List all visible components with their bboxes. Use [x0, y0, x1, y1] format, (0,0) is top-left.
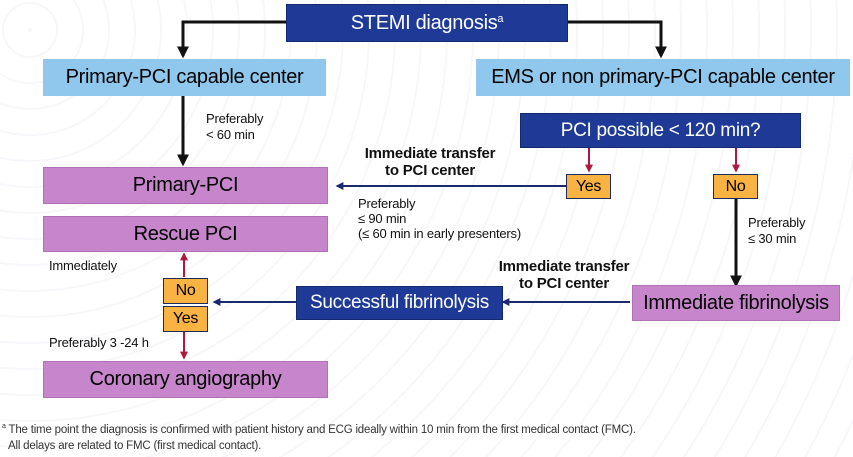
primary-pci-box: Primary-PCI	[43, 167, 328, 204]
ems-non-capable-center-box: EMS or non primary-PCI capable center	[476, 59, 850, 96]
transfer-top-line1: Immediate transfer	[364, 145, 496, 162]
rescue-pci-box: Rescue PCI	[43, 216, 328, 252]
no-top-box: No	[713, 174, 758, 199]
preferably-60-line2: < 60 min	[206, 127, 255, 142]
successful-fibrinolysis-box: Successful fibrinolysis	[296, 286, 503, 320]
pci-possible-decision-box: PCI possible < 120 min?	[520, 113, 801, 148]
yes-left-box: Yes	[163, 306, 208, 332]
footnote-line2: All delays are related to FMC (first med…	[8, 439, 262, 452]
primary-pci-capable-center-box: Primary-PCI capable center	[43, 59, 326, 96]
coronary-angiography-box: Coronary angiography	[43, 361, 328, 398]
arrow-stemi-left	[177, 20, 286, 59]
preferably-90-line3: (≤ 60 min in early presenters)	[358, 226, 521, 241]
preferably-30-line1: Preferably	[748, 215, 806, 230]
preferably-30-label: Preferably ≤ 30 min	[748, 215, 805, 247]
stemi-diagnosis-label: STEMI diagnosis	[350, 11, 498, 34]
transfer-bottom-line2: to PCI center	[519, 275, 609, 292]
immediate-transfer-top-label: Immediate transfer to PCI center	[355, 145, 505, 179]
transfer-bottom-line1: Immediate transfer	[498, 258, 630, 275]
immediately-label: Immediately	[49, 258, 117, 273]
yes-top-box: Yes	[566, 174, 611, 199]
stemi-footnote-marker: a	[497, 13, 504, 25]
arrow-stemi-right	[568, 20, 667, 59]
preferably-3-24-label: Preferably 3 -24 h	[49, 335, 149, 350]
preferably-60-line1: Preferably	[206, 111, 264, 126]
footnote: a The time point the diagnosis is confir…	[2, 419, 636, 454]
preferably-60-label: Preferably < 60 min	[206, 111, 263, 143]
transfer-top-line2: to PCI center	[385, 162, 475, 179]
preferably-90-label: Preferably ≤ 90 min (≤ 60 min in early p…	[358, 196, 521, 241]
footnote-line1-row: a The time point the diagnosis is confir…	[2, 419, 636, 438]
no-left-box: No	[163, 278, 208, 304]
immediate-fibrinolysis-box: Immediate fibrinolysis	[632, 285, 840, 321]
preferably-30-line2: ≤ 30 min	[748, 231, 797, 246]
footnote-marker: a	[2, 423, 6, 430]
preferably-90-line2: ≤ 90 min	[358, 211, 407, 226]
footnote-line1: The time point the diagnosis is confirme…	[8, 423, 636, 436]
preferably-90-line1: Preferably	[358, 196, 416, 211]
immediate-transfer-bottom-label: Immediate transfer to PCI center	[489, 258, 639, 292]
